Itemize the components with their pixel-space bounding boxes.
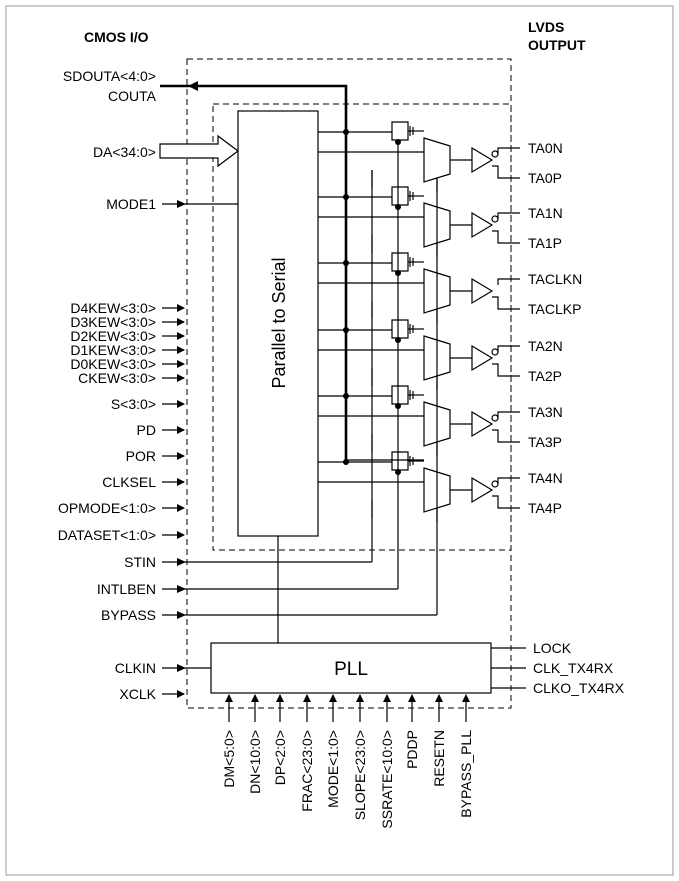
pll-in-mode-1-0-label: MODE<1:0>	[325, 730, 341, 808]
driver-bubble-4	[491, 414, 499, 422]
out-p-wire-4	[492, 429, 520, 443]
retimer-cell-2	[391, 252, 409, 272]
output-ta3p-label: TA3P	[528, 434, 562, 450]
out-n-wire-3	[497, 345, 520, 352]
output-taclkp-label: TACLKP	[528, 301, 581, 317]
retimer-cell-0	[391, 121, 409, 141]
out-p-wire-3	[492, 363, 520, 377]
retimer-cell-5	[391, 451, 409, 471]
signal-d2kew-3-0-label: D2KEW<3:0>	[70, 328, 156, 344]
sdouta-arrowhead	[188, 81, 198, 91]
sdouta-bus	[160, 84, 348, 460]
signal-bypass-label: BYPASS	[101, 607, 156, 623]
signal-dataset-1-0-label: DATASET<1:0>	[58, 527, 156, 543]
pll-in-bypass-pll-label: BYPASS_PLL	[458, 730, 474, 818]
output-ta2n-label: TA2N	[528, 338, 563, 354]
header-lvds: LVDS	[528, 19, 564, 35]
lvds-driver-1	[471, 211, 494, 239]
lvds-driver-3	[471, 344, 494, 372]
signal-couta-label: COUTA	[108, 88, 157, 104]
parallel-to-serial-label: Parallel to Serial	[269, 257, 289, 388]
signal-sdouta-4-0-label: SDOUTA<4:0>	[63, 68, 156, 84]
da-bus-arrow	[159, 134, 239, 168]
junction-dot	[343, 129, 349, 135]
out-p-wire-2	[492, 296, 520, 310]
pll-out-clko-tx4rx-label: CLKO_TX4RX	[533, 680, 625, 696]
out-n-wire-0	[497, 147, 520, 154]
pll-out-lock-label: LOCK	[533, 640, 572, 656]
lvds-driver-4	[471, 410, 494, 438]
pll-in-ssrate-10-0-label: SSRATE<10:0>	[379, 730, 395, 829]
lvds-boundary	[212, 103, 512, 551]
out-p-wire-0	[492, 165, 520, 179]
signal-d0kew-3-0-label: D0KEW<3:0>	[70, 356, 156, 372]
signal-stin-label: STIN	[124, 554, 156, 570]
output-ta2p-label: TA2P	[528, 368, 562, 384]
junction-dot	[343, 327, 349, 333]
signal-s-3-0-label: S<3:0>	[111, 396, 156, 412]
pll-out-clk-tx4rx-label: CLK_TX4RX	[533, 660, 614, 676]
header-output: OUTPUT	[528, 37, 586, 53]
signal-intlben-label: INTLBEN	[97, 581, 156, 597]
signal-bypass-arrow	[177, 611, 186, 619]
signal-da-34-0-label: DA<34:0>	[93, 144, 156, 160]
signal-clksel-label: CLKSEL	[102, 474, 156, 490]
out-p-wire-5	[492, 495, 520, 509]
signal-xclk-label: XCLK	[119, 686, 156, 702]
junction-dot	[343, 260, 349, 266]
pll-in-dp-2-0-label: DP<2:0>	[272, 730, 288, 785]
parallel-to-serial-block	[237, 110, 319, 537]
output-ta3n-label: TA3N	[528, 404, 563, 420]
figure-border	[5, 5, 674, 876]
pll-in-frac-23-0-label: FRAC<23:0>	[299, 730, 315, 812]
output-ta1p-label: TA1P	[528, 235, 562, 251]
output-taclkn-label: TACLKN	[528, 271, 582, 287]
pll-in-pddp-label: PDDP	[404, 730, 420, 769]
signal-intlben-arrow	[177, 585, 186, 593]
junction-dot	[343, 194, 349, 200]
out-p-wire-1	[492, 230, 520, 244]
driver-bubble-3	[491, 348, 499, 356]
out-n-wire-2	[497, 278, 520, 285]
header-cmos-io: CMOS I/O	[84, 29, 149, 45]
signal-d1kew-3-0-label: D1KEW<3:0>	[70, 342, 156, 358]
pll-in-dm-5-0-label: DM<5:0>	[221, 730, 237, 788]
signal-mode1-label: MODE1	[106, 196, 156, 212]
pll-in-dn-10-0-label: DN<10:0>	[247, 730, 263, 794]
lvds-driver-0	[471, 146, 494, 174]
out-n-wire-4	[497, 411, 520, 418]
signal-clkin-arrow	[177, 664, 186, 672]
driver-bubble-5	[491, 480, 499, 488]
pll-label: PLL	[334, 659, 368, 680]
signal-d3kew-3-0-label: D3KEW<3:0>	[70, 314, 156, 330]
output-ta0p-label: TA0P	[528, 170, 562, 186]
signal-clkin-label: CLKIN	[115, 660, 156, 676]
signal-d4kew-3-0-label: D4KEW<3:0>	[70, 300, 156, 316]
signal-opmode-1-0-label: OPMODE<1:0>	[58, 500, 156, 516]
out-n-wire-1	[497, 212, 520, 219]
retimer-cell-1	[391, 186, 409, 206]
pll-in-resetn-label: RESETN	[431, 730, 447, 787]
retimer-cell-4	[391, 385, 409, 405]
signal-por-label: POR	[126, 448, 156, 464]
out-n-wire-5	[497, 477, 520, 484]
lvds-driver-5	[471, 476, 494, 504]
driver-bubble-1	[491, 215, 499, 223]
output-ta1n-label: TA1N	[528, 205, 563, 221]
pll-in-slope-23-0-label: SLOPE<23:0>	[352, 730, 368, 820]
signal-mode1-arrow	[177, 200, 186, 208]
output-ta4n-label: TA4N	[528, 470, 563, 486]
driver-bubble-0	[491, 150, 499, 158]
cmos-boundary	[186, 58, 512, 709]
lvds-driver-2	[471, 277, 494, 305]
output-mux-0	[423, 137, 451, 183]
output-ta4p-label: TA4P	[528, 500, 562, 516]
junction-dot	[343, 393, 349, 399]
output-ta0n-label: TA0N	[528, 140, 563, 156]
retimer-cell-3	[391, 319, 409, 339]
signal-pd-label: PD	[137, 422, 156, 438]
signal-stin-arrow	[177, 558, 186, 566]
signal-ckew-3-0-label: CKEW<3:0>	[78, 370, 156, 386]
